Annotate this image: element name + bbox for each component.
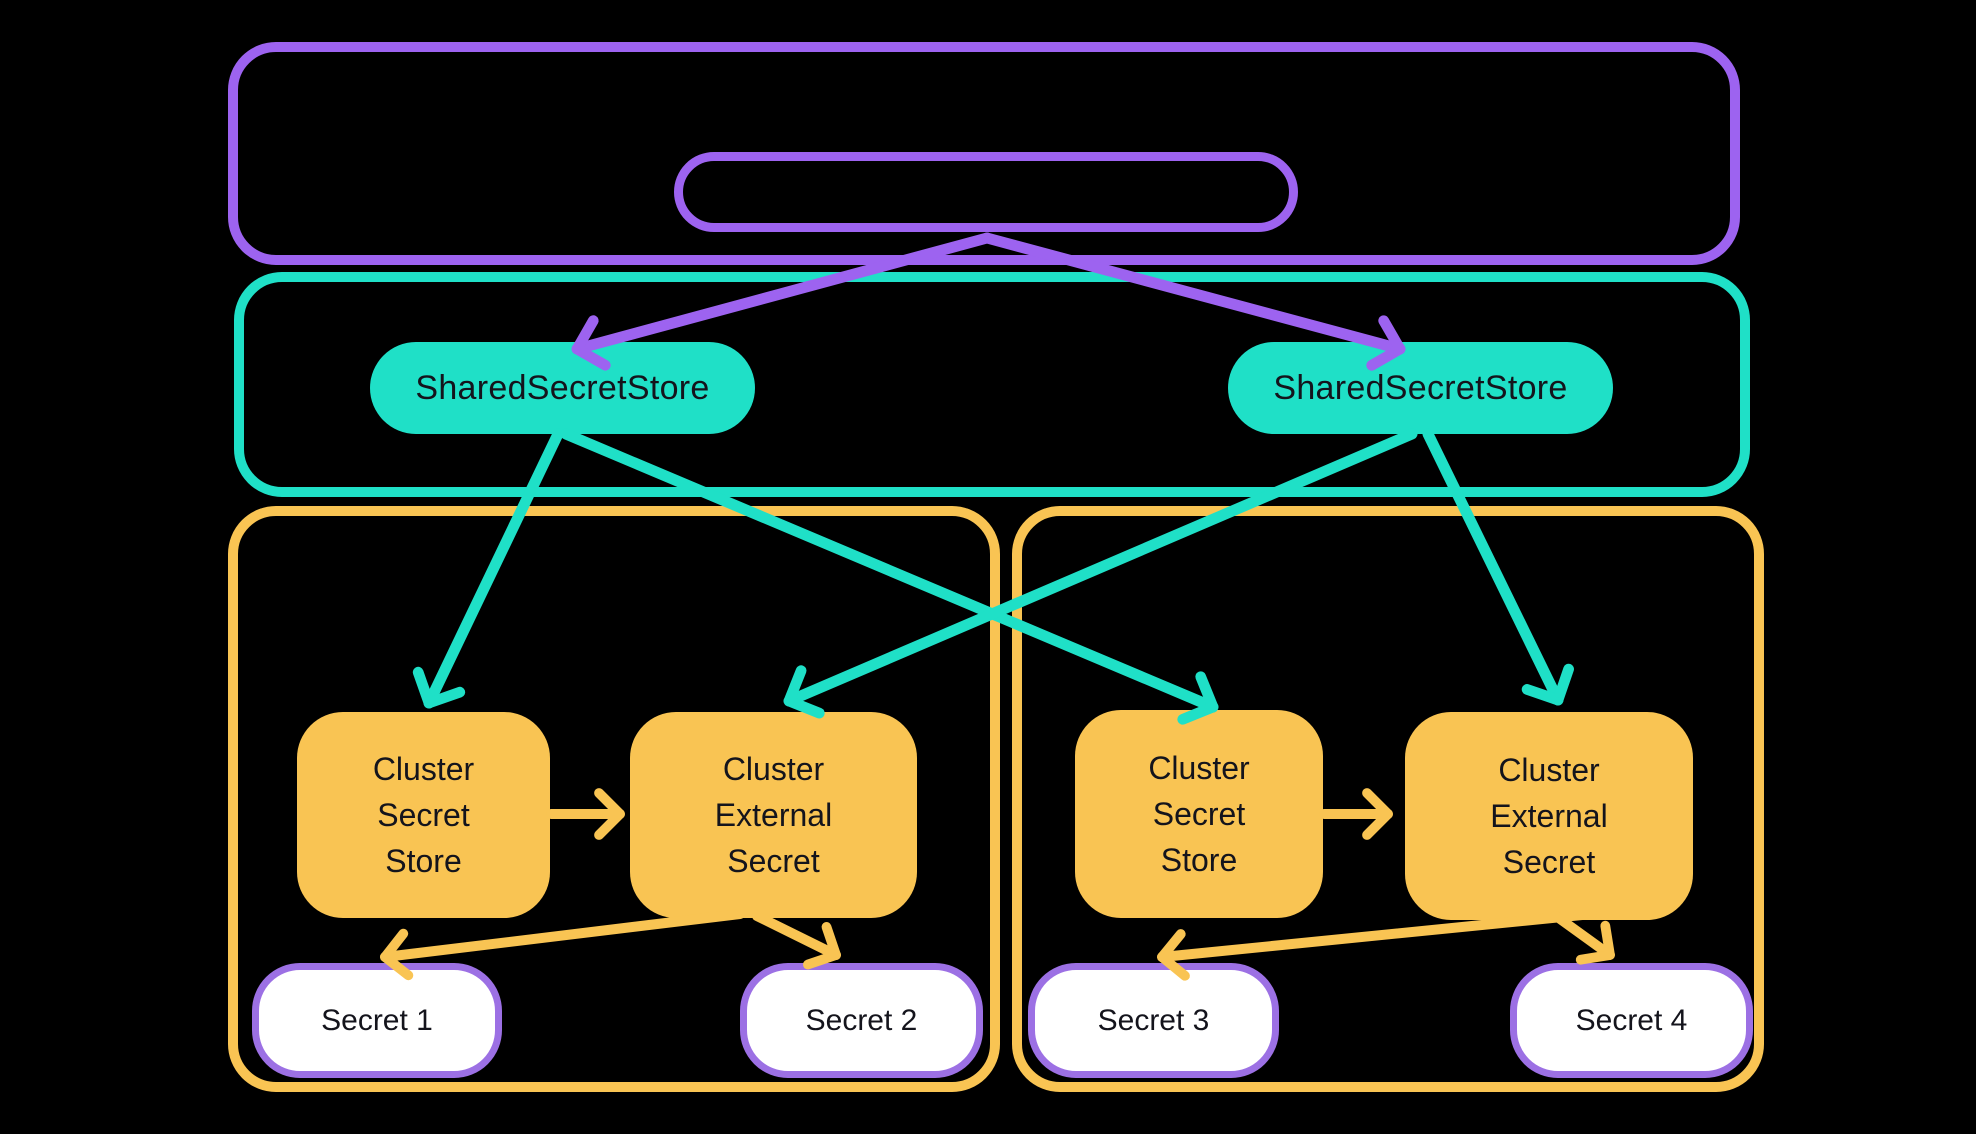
label-line: Secret — [377, 797, 470, 833]
label-line: External — [714, 797, 833, 833]
node-secret-1: Secret 1 — [252, 963, 502, 1078]
label-line: Cluster — [722, 751, 825, 787]
node-shared-secret-store-left: SharedSecretStore — [370, 342, 755, 434]
node-shared-secret-store-right: SharedSecretStore — [1228, 342, 1613, 434]
label-line: Cluster — [1498, 752, 1600, 788]
node-label: Cluster Secret Store — [1148, 745, 1249, 883]
node-label: Secret 1 — [321, 1003, 433, 1037]
node-label: SharedSecretStore — [415, 368, 710, 407]
label-line: Secret — [727, 843, 820, 879]
label-line: Cluster — [372, 751, 475, 787]
node-secret-4: Secret 4 — [1510, 963, 1753, 1078]
node-cluster-secret-store-left: Cluster Secret Store — [297, 712, 550, 918]
node-secret-2: Secret 2 — [740, 963, 983, 1078]
label-line: Cluster — [1148, 750, 1250, 786]
node-secret-3: Secret 3 — [1028, 963, 1279, 1078]
label-line: Store — [385, 843, 462, 879]
node-label: Cluster External Secret — [1490, 747, 1607, 885]
label-line: Secret — [1152, 796, 1246, 832]
node-label: SharedSecretStore — [1273, 368, 1568, 407]
node-label: Secret 3 — [1097, 1003, 1210, 1037]
node-cluster-external-secret-left: Cluster External Secret — [630, 712, 917, 918]
node-label: Secret 2 — [805, 1003, 918, 1037]
node-label: Cluster Secret Store — [373, 746, 474, 884]
node-cluster-external-secret-right: Cluster External Secret — [1405, 712, 1693, 920]
node-cluster-secret-store-right: Cluster Secret Store — [1075, 710, 1323, 918]
label-line: Store — [1160, 842, 1238, 878]
node-label: Secret 4 — [1575, 1003, 1688, 1037]
node-label: Cluster External Secret — [715, 746, 832, 884]
top-inner-pill — [674, 152, 1298, 232]
label-line: Secret — [1502, 844, 1596, 880]
label-line: External — [1490, 798, 1608, 834]
